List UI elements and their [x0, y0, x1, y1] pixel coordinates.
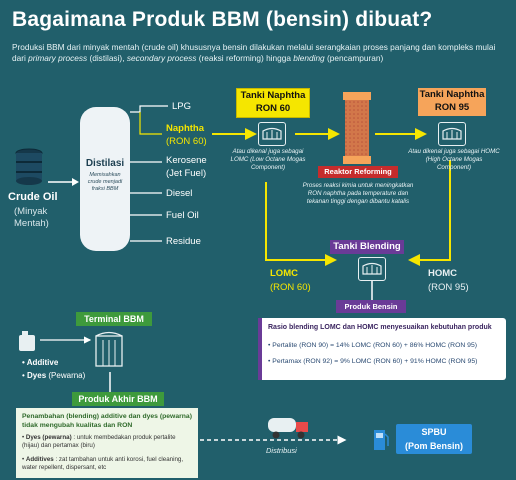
subtitle-text-2: (distilasi), — [87, 53, 127, 63]
blend-panel-heading: Rasio blending LOMC dan HOMC menyesuaika… — [268, 324, 492, 331]
produk-akhir-additives: • Additives : zat tambahan untuk anti ko… — [22, 456, 184, 471]
lomc-label: LOMC — [270, 268, 298, 279]
blend-pertamax-text: Pertamax (RON 92) = 9% LOMC (RON 60) + 9… — [272, 358, 478, 365]
blend-ratio-panel: Rasio blending LOMC dan HOMC menyesuaika… — [258, 318, 506, 380]
blend-pertalite-text: Pertalite (RON 90) = 14% LOMC (RON 60) +… — [272, 342, 477, 349]
produk-akhir-intro: Penambahan (blending) additive dan dyes … — [22, 413, 192, 429]
fraction-lpg: LPG — [172, 101, 192, 112]
crude-arrow-icon — [48, 178, 79, 186]
spbu-sub: (Pom Bensin) — [404, 441, 463, 451]
produk-bensin-badge: Produk Bensin — [336, 300, 406, 313]
reactor-label: Reaktor Reforming — [318, 166, 398, 178]
produk-akhir-dyes-text: : untuk membedakan produk pertalite (hij… — [22, 434, 176, 449]
fraction-kerosene: Kerosene — [166, 155, 207, 166]
produk-akhir-box: Produk Akhir BBM — [72, 392, 164, 406]
terminal-bbm-box: Terminal BBM — [76, 312, 152, 326]
additive-label: • Additive — [22, 358, 59, 367]
tank-naphtha-60-note: Atau dikenal juga sebagai LOMC (Low Octa… — [230, 148, 306, 171]
page-subtitle: Produksi BBM dari minyak mentah (crude o… — [12, 42, 506, 64]
blend-panel-accent — [258, 318, 262, 380]
crude-oil-label: Crude Oil — [8, 191, 58, 203]
fuel-pump-icon — [372, 428, 390, 452]
crude-oil-sublabel: (Minyak Mentah) — [14, 206, 49, 229]
subtitle-text-3: (reaksi reforming) hingga — [196, 53, 294, 63]
distribusi-label: Distribusi — [266, 446, 297, 455]
tank-naphtha-95-note: Atau dikenal juga sebagai HOMC (High Oct… — [408, 148, 500, 171]
fraction-naphtha: Naphtha — [166, 123, 204, 134]
tank-naphtha-60-title: Tanki Naphtha — [240, 90, 306, 101]
homc-ron: (RON 95) — [428, 282, 469, 293]
subtitle-primary: primary process — [28, 53, 88, 63]
blend-pertamax: • Pertamax (RON 92) = 9% LOMC (RON 60) +… — [268, 358, 478, 365]
fraction-diesel: Diesel — [166, 188, 193, 199]
terminal-tank-icon — [94, 330, 124, 368]
tank-naphtha-95-ron: RON 95 — [434, 102, 470, 113]
fraction-naphtha-ron: (RON 60) — [166, 136, 207, 147]
subtitle-text-1: Produksi BBM dari minyak mentah (crude o… — [12, 42, 496, 63]
page-title: Bagaimana Produk BBM (bensin) dibuat? — [12, 8, 433, 31]
lomc-ron: (RON 60) — [270, 282, 311, 293]
dyes-label: • Dyes (Pewarna) — [22, 371, 86, 380]
tank-naphtha-60-icon — [258, 122, 286, 146]
tank-blending-box: Tanki Blending — [330, 240, 404, 254]
homc-label: HOMC — [428, 268, 458, 279]
tank-naphtha-95-title: Tanki Naphtha — [419, 89, 485, 100]
fraction-residue: Residue — [166, 236, 201, 247]
tanker-truck-icon — [266, 414, 310, 440]
reactor-icon — [340, 92, 374, 164]
fraction-fuel-oil: Fuel Oil — [166, 210, 199, 221]
dyes-text: Dyes — [27, 371, 47, 380]
tank-naphtha-95-icon — [438, 122, 466, 146]
produk-akhir-additives-label: Additives — [25, 456, 54, 463]
spbu-box: SPBU (Pom Bensin) — [396, 424, 472, 454]
dyes-sub: (Pewarna) — [48, 371, 86, 380]
spbu-title: SPBU — [421, 427, 447, 437]
jerrycan-icon — [16, 330, 38, 352]
subtitle-blending: blending — [293, 53, 325, 63]
tank-blending-icon — [358, 257, 386, 281]
blend-pertalite: • Pertalite (RON 90) = 14% LOMC (RON 60)… — [268, 342, 477, 349]
produk-akhir-panel: Penambahan (blending) additive dan dyes … — [16, 408, 198, 478]
subtitle-text-4: (pencampuran) — [324, 53, 384, 63]
fraction-kerosene-sub: (Jet Fuel) — [166, 168, 207, 179]
produk-akhir-additives-text: : zat tambahan untuk anti korosi, fuel c… — [22, 456, 184, 471]
tank-naphtha-60-ron: RON 60 — [255, 103, 291, 114]
reactor-note: Proses reaksi kimia untuk meningkatkan R… — [302, 182, 414, 205]
produk-akhir-dyes: • Dyes (pewarna) : untuk membedakan prod… — [22, 434, 176, 449]
crude-oil-barrel-icon — [14, 148, 44, 186]
subtitle-secondary: secondary process — [126, 53, 197, 63]
tank-naphtha-60-box: Tanki Naphtha RON 60 — [236, 88, 310, 118]
distilasi-note: Memisahkan crude menjadi fraksi BBM — [87, 172, 123, 192]
produk-akhir-dyes-label: Dyes (pewarna) — [25, 434, 72, 441]
tank-naphtha-95-box: Tanki Naphtha RON 95 — [418, 88, 486, 116]
distilasi-title: Distilasi — [85, 158, 125, 169]
distillation-column — [80, 107, 130, 251]
additive-text: Additive — [26, 358, 59, 367]
